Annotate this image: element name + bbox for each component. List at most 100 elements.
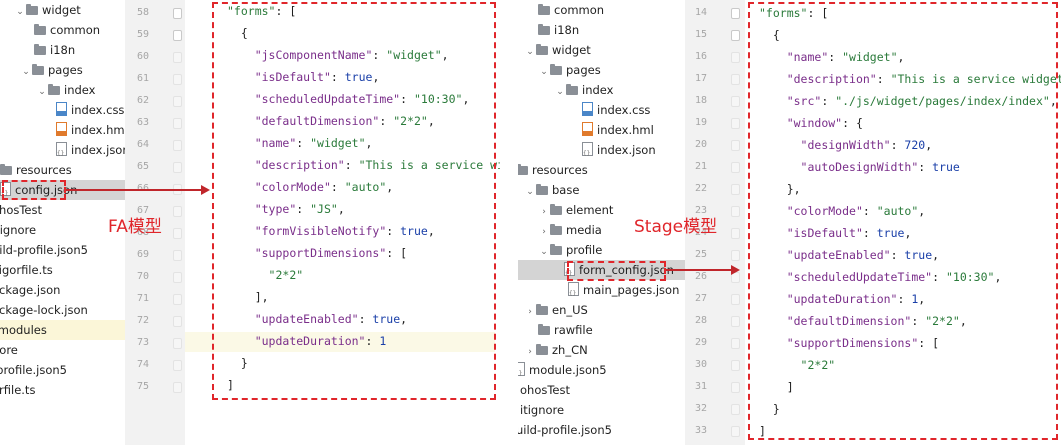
tree-item-label: main_pages.json xyxy=(583,283,680,297)
tree-item-ohostest[interactable]: ohosTest xyxy=(0,200,125,220)
code-line: "autoDesignWidth": true xyxy=(759,156,1061,178)
code-token: "type" xyxy=(254,202,297,216)
fold-marker-icon xyxy=(173,52,182,63)
tree-item-index[interactable]: ⌄index xyxy=(0,80,125,100)
tree-item-config-json[interactable]: config.json xyxy=(0,180,125,204)
tree-item-rawfile[interactable]: rawfile xyxy=(518,320,694,340)
tree-item-label: index.json xyxy=(71,143,125,157)
line-number: 75 xyxy=(136,381,149,392)
tree-item-zh-cn[interactable]: › zh_CN xyxy=(518,340,694,360)
tree-item-widget[interactable]: ⌄widget xyxy=(518,40,694,60)
code-line: { xyxy=(227,22,500,44)
tree-item-i18n[interactable]: i18n xyxy=(0,40,125,60)
tree-item-label: zh_CN xyxy=(552,343,588,357)
code-token: "isDefault" xyxy=(786,226,863,240)
tree-item-main-pages-json[interactable]: main_pages.json xyxy=(518,280,694,304)
line-number: 25 xyxy=(694,249,707,260)
tree-item-index-json[interactable]: index.json xyxy=(518,140,694,164)
tree-item-element[interactable]: › element xyxy=(518,200,694,220)
tree-item-vigorfile-ts[interactable]: vigorfile.ts xyxy=(0,260,125,280)
folder-icon xyxy=(32,64,44,75)
tree-item-pages[interactable]: ⌄pages xyxy=(0,60,125,80)
chevron-right-icon[interactable]: › xyxy=(542,227,546,237)
tree-item-uild-profile-json5[interactable]: uild-profile.json5 xyxy=(0,240,125,260)
chevron-down-icon[interactable]: ⌄ xyxy=(526,47,534,57)
code-line: ] xyxy=(759,376,1061,398)
tree-item-ohostest[interactable]: ohosTest xyxy=(518,380,694,400)
fold-marker-icon xyxy=(731,338,740,349)
line-number: 69 xyxy=(136,249,149,260)
tree-item-profile[interactable]: ⌄profile xyxy=(518,240,694,260)
fold-marker-icon xyxy=(731,206,740,217)
chevron-down-icon[interactable]: ⌄ xyxy=(540,247,548,257)
tree-item-ackage-json[interactable]: ackage.json xyxy=(0,280,125,300)
code-line: "2*2" xyxy=(759,354,1061,376)
folder-icon xyxy=(538,324,550,335)
tree-item-label: index.json xyxy=(597,143,656,157)
tree-item--profile-json5[interactable]: -profile.json5 xyxy=(0,360,125,380)
fold-marker-icon xyxy=(173,228,182,239)
tree-item-uild-profile-json5[interactable]: uild-profile.json5 xyxy=(518,420,694,440)
code-line: "type": "JS", xyxy=(227,198,500,220)
hml-file-icon xyxy=(582,122,593,136)
tree-item-index-css[interactable]: index.css xyxy=(0,100,125,120)
chevron-down-icon[interactable]: ⌄ xyxy=(22,67,30,77)
tree-item-index-hml[interactable]: index.hml xyxy=(0,120,125,140)
chevron-down-icon[interactable]: ⌄ xyxy=(16,7,24,17)
tree-item-itignore[interactable]: itignore xyxy=(518,400,694,420)
tree-item-media[interactable]: ›media xyxy=(518,220,694,240)
fa-arrow-head xyxy=(201,185,210,195)
code-token: "forms" xyxy=(759,6,808,20)
stage-code-editor[interactable]: "forms": [ { "name": "widget", "descript… xyxy=(745,0,1061,445)
chevron-down-icon[interactable]: ⌄ xyxy=(526,187,534,197)
chevron-down-icon[interactable]: ⌄ xyxy=(540,67,548,77)
tree-item-pages[interactable]: ⌄pages xyxy=(518,60,694,80)
tree-item-widget[interactable]: ⌄widget xyxy=(0,0,125,20)
tree-item-module-json5[interactable]: module.json5 xyxy=(518,360,694,384)
code-token: "src" xyxy=(786,94,822,108)
folder-icon xyxy=(538,4,550,15)
code-token: : xyxy=(911,314,926,328)
tree-item-orfile-ts[interactable]: orfile.ts xyxy=(0,380,125,400)
tree-item-ackage-lock-json[interactable]: ackage-lock.json xyxy=(0,300,125,320)
tree-item--modules[interactable]: _modules xyxy=(0,320,125,340)
code-token: : xyxy=(828,50,843,64)
fold-marker-icon xyxy=(173,118,182,129)
chevron-right-icon[interactable]: › xyxy=(528,307,532,317)
code-token: , xyxy=(372,70,380,84)
chevron-right-icon[interactable]: › xyxy=(542,207,546,217)
tree-item-itignore[interactable]: itignore xyxy=(0,220,125,240)
tree-item-label: i18n xyxy=(50,43,76,57)
tree-item-i18n[interactable]: i18n xyxy=(518,20,694,40)
tree-item-resources[interactable]: resources xyxy=(518,160,694,180)
json-file-icon xyxy=(568,282,579,304)
tree-item-en-us[interactable]: ›en_US xyxy=(518,300,694,320)
fold-marker-icon xyxy=(173,382,182,393)
code-token: "forms" xyxy=(227,4,276,18)
tree-item-index-json[interactable]: index.json xyxy=(0,140,125,164)
tree-item-common[interactable]: common xyxy=(0,20,125,40)
line-number: 28 xyxy=(694,315,707,326)
code-token: , xyxy=(427,114,435,128)
tree-item-index-hml[interactable]: index.hml xyxy=(518,120,694,140)
fa-code-editor[interactable]: "forms": [ { "jsComponentName": "widget"… xyxy=(185,0,500,445)
tree-item-base[interactable]: ⌄base xyxy=(518,180,694,200)
tree-item-index-css[interactable]: index.css xyxy=(518,100,694,120)
tree-item-common[interactable]: common xyxy=(518,0,694,20)
chevron-down-icon[interactable]: ⌄ xyxy=(556,87,564,97)
code-token: { xyxy=(227,26,248,40)
chevron-right-icon[interactable]: › xyxy=(528,347,532,357)
tree-item-nore[interactable]: nore xyxy=(0,340,125,360)
tree-item-label: rawfile xyxy=(554,323,593,337)
tree-item-resources[interactable]: resources xyxy=(0,160,125,180)
chevron-down-icon[interactable]: ⌄ xyxy=(38,87,46,97)
tree-item-label: element xyxy=(566,203,614,217)
code-token: true xyxy=(876,226,905,240)
code-token: , xyxy=(441,48,449,62)
code-token: , xyxy=(400,312,408,326)
code-line: "description": "This is a service widget… xyxy=(227,154,500,176)
code-line: ] xyxy=(759,420,1061,442)
code-token: "jsComponentName" xyxy=(254,48,373,62)
folder-icon xyxy=(48,84,60,95)
tree-item-index[interactable]: ⌄index xyxy=(518,80,694,100)
